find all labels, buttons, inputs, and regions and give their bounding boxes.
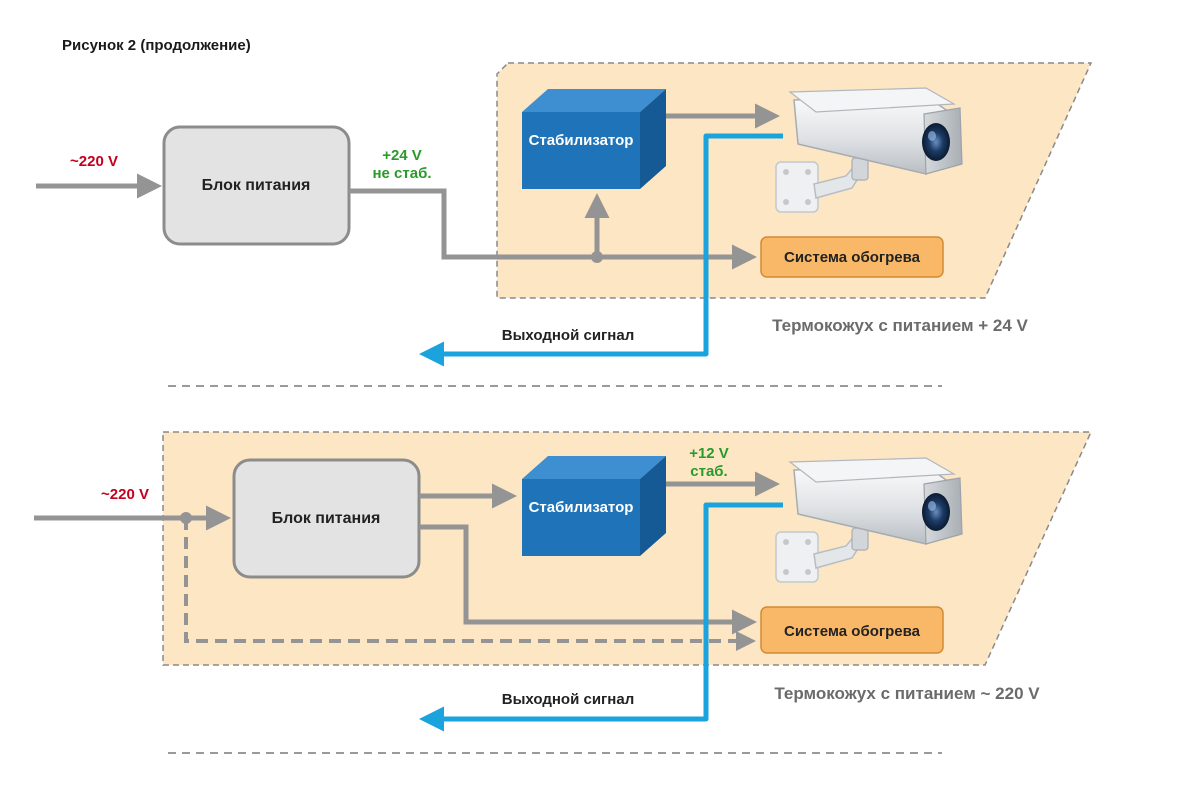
psu-label: Блок питания	[272, 510, 381, 527]
heating-system-block	[760, 606, 944, 654]
stabilizer-block	[522, 89, 666, 189]
heating-system-block	[760, 236, 944, 278]
heater-label: Система обогрева	[784, 249, 921, 266]
diagram-top	[36, 62, 1093, 367]
input-voltage-label: ~220 V	[70, 153, 118, 170]
figure-title: Рисунок 2 (продолжение)	[62, 37, 251, 54]
stabilizer-label: Стабилизатор	[529, 132, 634, 149]
stabilizer-output-voltage: +12 V	[689, 445, 729, 462]
heater-label: Система обогрева	[784, 623, 921, 640]
housing-caption: Термокожух с питанием ~ 220 V	[774, 684, 1040, 703]
psu-output-note: не стаб.	[372, 165, 431, 182]
psu-label: Блок питания	[202, 177, 311, 194]
diagram-bottom	[34, 431, 1093, 732]
output-signal-label: Выходной сигнал	[502, 691, 634, 708]
stabilizer-output-note: стаб.	[690, 463, 727, 480]
input-voltage-label: ~220 V	[101, 486, 149, 503]
stabilizer-block	[522, 456, 666, 556]
stabilizer-label: Стабилизатор	[529, 499, 634, 516]
psu-output-voltage: +24 V	[382, 147, 422, 164]
output-signal-label: Выходной сигнал	[502, 327, 634, 344]
housing-caption: Термокожух с питанием + 24 V	[772, 316, 1028, 335]
power-supply-block	[162, 125, 351, 246]
power-supply-block	[232, 458, 421, 579]
